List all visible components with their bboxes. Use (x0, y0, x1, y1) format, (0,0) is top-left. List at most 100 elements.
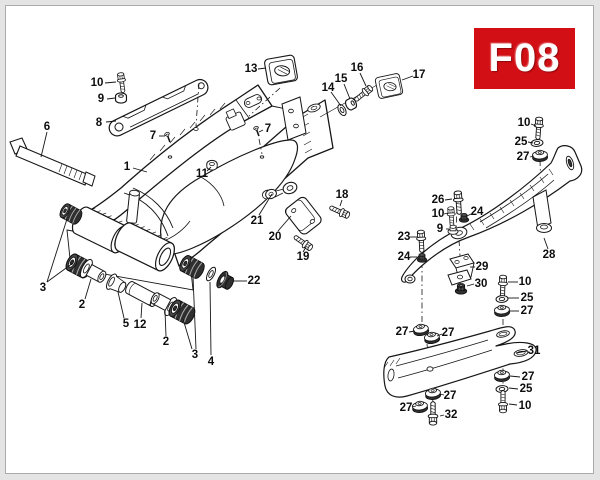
leader-line (106, 97, 116, 100)
part-18-bolt (327, 202, 352, 221)
part-label-13: 13 (245, 63, 258, 75)
part-label-2: 2 (163, 336, 169, 348)
part-label-18: 18 (336, 189, 349, 201)
page-code-badge: F08 (474, 28, 575, 89)
part-16-bolt (351, 83, 375, 105)
part-label-26: 26 (432, 194, 445, 206)
part-label-22: 22 (248, 275, 261, 287)
part-label-17: 17 (413, 69, 426, 81)
part-label-8: 8 (96, 117, 103, 129)
part-1-brake-post (126, 189, 140, 224)
leader-line (508, 403, 518, 406)
part-label-9: 9 (98, 93, 104, 105)
leader-line (105, 120, 117, 123)
part-label-7: 7 (265, 123, 271, 135)
part-label-10: 10 (518, 117, 531, 129)
part-13-slider-block (263, 54, 299, 86)
part-label-9: 9 (437, 223, 443, 235)
part-27-grommet (493, 304, 511, 318)
part-label-10: 10 (432, 208, 445, 220)
leader-line (132, 167, 148, 173)
leader-line (164, 310, 167, 337)
part-30-nut (454, 283, 468, 295)
part-28-chain-guard (400, 145, 583, 284)
part-label-28: 28 (543, 249, 556, 261)
page-code: F08 (488, 36, 561, 80)
part-label-27: 27 (521, 305, 534, 317)
leader-line (182, 318, 193, 350)
leader-line (527, 141, 534, 144)
part-1-swingarm-caliper-bracket (281, 96, 307, 141)
leader-line (466, 213, 472, 217)
part-10-bolt (532, 116, 545, 141)
part-label-29: 29 (476, 261, 489, 273)
screw-hole (193, 127, 199, 131)
part-label-11: 11 (196, 168, 209, 180)
part-label-15: 15 (335, 73, 348, 85)
screw-hole (167, 155, 173, 159)
leader-line (192, 275, 197, 350)
part-label-1: 1 (124, 161, 131, 173)
part-label-23: 23 (398, 231, 411, 243)
leader-line (104, 81, 117, 84)
leader-line (359, 72, 367, 87)
part-label-12: 12 (134, 319, 147, 331)
leader-line (258, 193, 273, 216)
leader-line (257, 67, 267, 70)
leader-line (339, 199, 343, 207)
leader-line (530, 123, 537, 127)
part-label-3: 3 (40, 282, 46, 294)
leader-line (258, 129, 264, 133)
leader-line (209, 281, 212, 356)
part-label-7: 7 (150, 130, 156, 142)
screw-hole (259, 155, 265, 159)
part-31-chain-guide (383, 326, 537, 398)
leader-line (515, 350, 528, 354)
part-label-10: 10 (91, 77, 104, 89)
part-9-washer (114, 92, 128, 104)
part-20-guard-plate (284, 196, 322, 235)
part-10-bolt (497, 390, 509, 414)
leader-line (206, 166, 212, 172)
leader-line (443, 212, 449, 215)
leader-line (439, 414, 445, 417)
leader-line (444, 198, 453, 201)
part-label-27: 27 (396, 326, 409, 338)
part-27-grommet (411, 400, 429, 414)
part-label-31: 31 (528, 345, 541, 357)
part-24-nut (416, 253, 428, 263)
part-label-10: 10 (519, 400, 532, 412)
part-label-25: 25 (520, 383, 533, 395)
part-label-27: 27 (517, 151, 530, 163)
axis-line (458, 239, 461, 257)
leader-line (140, 302, 143, 319)
part-21-roller-bracket (261, 181, 298, 200)
part-label-10: 10 (519, 276, 532, 288)
part-10-bolt (497, 274, 509, 299)
part-label-16: 16 (351, 62, 364, 74)
part-label-20: 20 (269, 231, 282, 243)
part-19-bolt (291, 232, 315, 253)
part-label-27: 27 (400, 402, 413, 414)
leader-line (302, 246, 307, 253)
axis-line (258, 138, 263, 155)
part-17-slider-block (374, 72, 404, 100)
part-6-pivot-axle (9, 137, 96, 187)
leader-line (343, 83, 351, 100)
part-8-chain-rail (108, 78, 209, 137)
part-1-slider-mount (225, 108, 246, 131)
leader-line (543, 237, 549, 250)
part-label-27: 27 (444, 390, 457, 402)
part-11-nut (206, 159, 218, 171)
part-label-25: 25 (521, 292, 534, 304)
leader-line (330, 91, 342, 107)
part-label-3: 3 (192, 349, 198, 361)
part-10-bolt (115, 71, 128, 94)
axis-line (426, 343, 435, 413)
leader-line (508, 387, 519, 390)
part-label-27: 27 (522, 371, 535, 383)
part-23-bolt (415, 229, 427, 254)
part-label-25: 25 (515, 136, 528, 148)
